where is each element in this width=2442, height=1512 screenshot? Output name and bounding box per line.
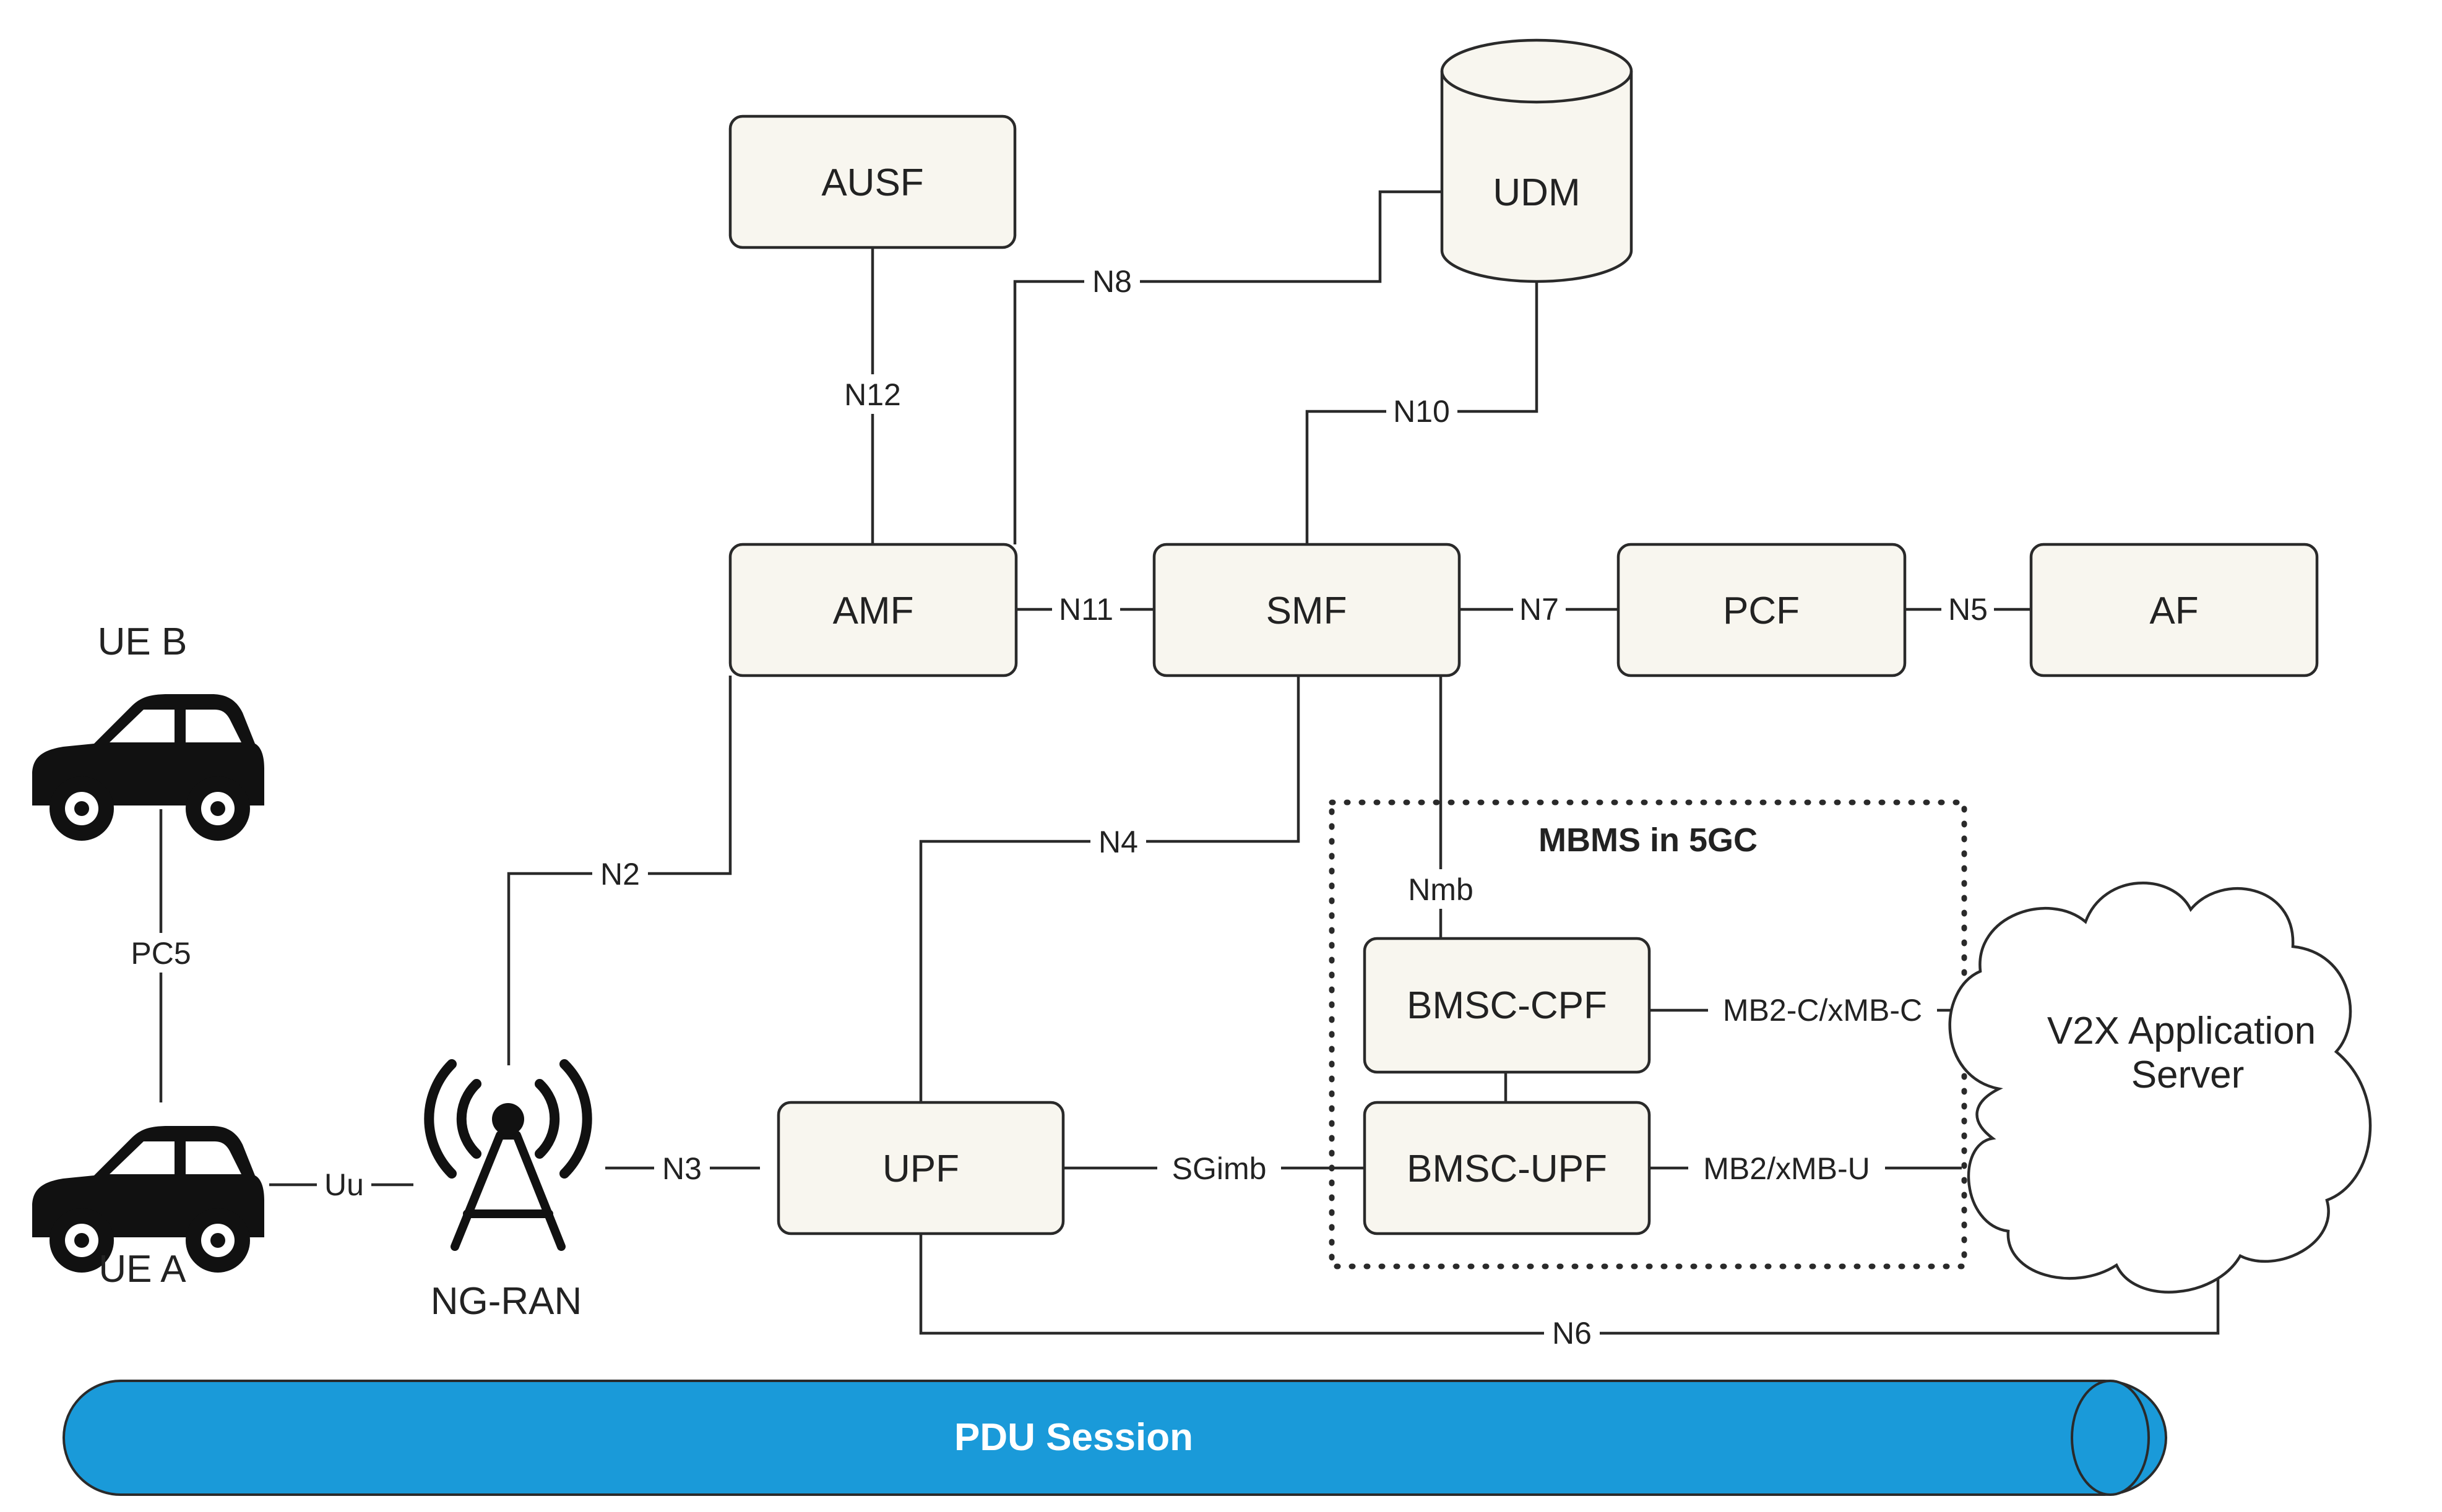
antenna-icon: [424, 1059, 592, 1251]
edge-uu: Uu: [317, 1164, 371, 1204]
cloud-icon: [1948, 881, 2372, 1294]
node-amf[interactable]: AMF: [728, 543, 1018, 677]
node-ue-a[interactable]: UE A: [32, 1126, 264, 1291]
amf-label: AMF: [833, 590, 914, 632]
af-label: AF: [2149, 590, 2198, 632]
edge-n4: N4: [1090, 822, 1146, 861]
node-ausf[interactable]: AUSF: [728, 114, 1017, 249]
udm-label: UDM: [1493, 171, 1580, 214]
edge-pc5: PC5: [123, 933, 199, 973]
edge-n3: N3: [654, 1148, 710, 1188]
edge-n5: N5: [1941, 589, 1994, 629]
upf-label: UPF: [882, 1148, 959, 1190]
node-ng-ran[interactable]: NG-RAN: [424, 1059, 592, 1323]
smf-label: SMF: [1266, 590, 1347, 632]
node-upf[interactable]: UPF: [777, 1101, 1065, 1235]
svg-text:N10: N10: [1393, 394, 1450, 429]
pcf-label: PCF: [1723, 590, 1800, 632]
edge-n11: N11: [1052, 589, 1120, 629]
svg-text:N6: N6: [1552, 1316, 1592, 1351]
ue-b-label: UE B: [98, 621, 188, 663]
pdu-session-label: PDU Session: [954, 1416, 1193, 1459]
edge-n12: N12: [839, 374, 907, 414]
edge-n2: N2: [592, 854, 648, 893]
edge-n6: N6: [1544, 1313, 1600, 1352]
svg-text:N7: N7: [1519, 592, 1559, 627]
pdu-session-pipe: PDU Session: [63, 1380, 2167, 1496]
svg-text:Uu: Uu: [324, 1167, 364, 1202]
node-bmsc-upf[interactable]: BMSC-UPF: [1363, 1101, 1651, 1235]
antenna-head: [492, 1103, 524, 1135]
ng-ran-label: NG-RAN: [431, 1280, 582, 1323]
svg-text:N2: N2: [600, 857, 640, 891]
edge-mb2u: MB2/xMB-U: [1688, 1148, 1885, 1188]
svg-text:N8: N8: [1092, 264, 1132, 299]
v2x-label-line2: Server: [2131, 1054, 2245, 1096]
v2x-label-line1: V2X Application: [2047, 1010, 2316, 1052]
svg-text:PC5: PC5: [131, 936, 191, 971]
node-bmsc-cpf[interactable]: BMSC-CPF: [1363, 937, 1651, 1074]
edge-nmb: Nmb: [1400, 869, 1482, 909]
pdu-session-end-cap: [2071, 1380, 2150, 1496]
svg-text:N4: N4: [1098, 825, 1138, 859]
car-icon: [32, 694, 264, 841]
edge-mb2c: MB2-C/xMB-C: [1708, 990, 1937, 1029]
node-af[interactable]: AF: [2029, 543, 2319, 677]
edge-n10: N10: [1386, 391, 1457, 431]
edge-labels: N12 N8 N10 N11 N7 N5 N2 N4 Nmb N3 SGimb …: [123, 261, 1994, 1352]
svg-text:SGimb: SGimb: [1172, 1151, 1267, 1186]
node-ue-b[interactable]: UE B: [32, 621, 264, 841]
node-v2x-server[interactable]: V2X Application Server: [1948, 881, 2372, 1294]
edge-n8: N8: [1084, 261, 1140, 301]
svg-text:MB2-C/xMB-C: MB2-C/xMB-C: [1723, 993, 1922, 1028]
svg-text:MB2/xMB-U: MB2/xMB-U: [1703, 1151, 1870, 1186]
bmsc-upf-label: BMSC-UPF: [1407, 1148, 1607, 1190]
node-udm[interactable]: UDM: [1440, 38, 1633, 283]
ue-a-label: UE A: [98, 1248, 186, 1291]
edge-sgimb: SGimb: [1157, 1148, 1281, 1188]
line-smf-upf: [919, 676, 1300, 1102]
ausf-label: AUSF: [821, 161, 923, 204]
node-pcf[interactable]: PCF: [1616, 543, 1907, 677]
svg-text:N3: N3: [662, 1151, 702, 1186]
svg-text:N5: N5: [1948, 592, 1988, 627]
line-amf-udm: [1013, 190, 1442, 544]
node-smf[interactable]: SMF: [1152, 543, 1461, 677]
svg-text:N11: N11: [1059, 592, 1113, 627]
svg-text:N12: N12: [844, 377, 901, 412]
mbms-group-label: MBMS in 5GC: [1538, 822, 1758, 859]
bmsc-cpf-label: BMSC-CPF: [1407, 984, 1607, 1027]
svg-text:Nmb: Nmb: [1408, 872, 1473, 907]
edge-n7: N7: [1513, 589, 1566, 629]
